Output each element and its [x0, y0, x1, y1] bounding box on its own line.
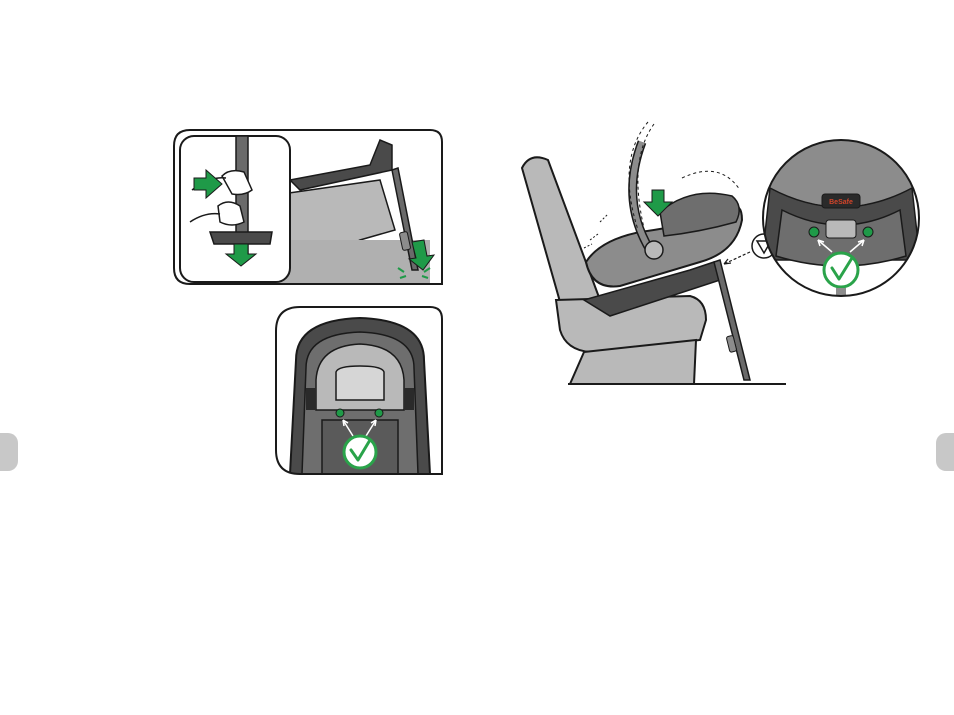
- hand-adjusting-leg: [189, 135, 273, 257]
- page-edge-tab-left: [0, 433, 18, 471]
- panel-support-leg: [173, 129, 443, 285]
- down-arrow-icon: [642, 189, 674, 217]
- center-handle: [335, 365, 385, 401]
- panel-carrier-installation: [520, 121, 786, 385]
- panel-frame: [275, 306, 443, 475]
- center-latch: [825, 219, 857, 239]
- carrier-canopy: [659, 192, 740, 237]
- indicator-dot-icon: [808, 226, 820, 238]
- detail-indicator-zoom: BeSafe: [762, 139, 920, 297]
- floor-contact-icon: [397, 267, 431, 279]
- panel-frame: [173, 129, 443, 285]
- detail-circle-frame: [762, 139, 920, 297]
- isofix-connector-right: [404, 388, 414, 410]
- press-arrow-icon: [193, 168, 223, 200]
- hand-fingers: [217, 201, 245, 226]
- dashed-arrow-icon: [723, 251, 751, 265]
- indicator-dot-icon: [374, 408, 384, 418]
- indicator-dot-icon: [862, 226, 874, 238]
- support-leg: [713, 259, 751, 381]
- seat-base-frame: [288, 139, 393, 191]
- down-arrow-icon: [407, 239, 436, 271]
- handle-pivot: [644, 240, 664, 260]
- leg-indicator: [399, 231, 411, 251]
- panel-indicator-check: [275, 306, 443, 475]
- brand-logo: BeSafe: [829, 199, 853, 206]
- motion-line: [628, 121, 649, 231]
- indicator-dot-icon: [335, 408, 345, 418]
- carrier-underside: [763, 140, 919, 206]
- leg-foot: [208, 231, 273, 245]
- brand-logo-plate: [821, 193, 861, 209]
- down-arrow-icon: [224, 243, 258, 267]
- hand-thumb: [221, 169, 253, 196]
- isofix-connector-left: [306, 388, 316, 410]
- carrier-handle: [629, 140, 653, 252]
- page-edge-tab-right: [936, 433, 954, 471]
- vehicle-seat-cushion: [554, 294, 708, 354]
